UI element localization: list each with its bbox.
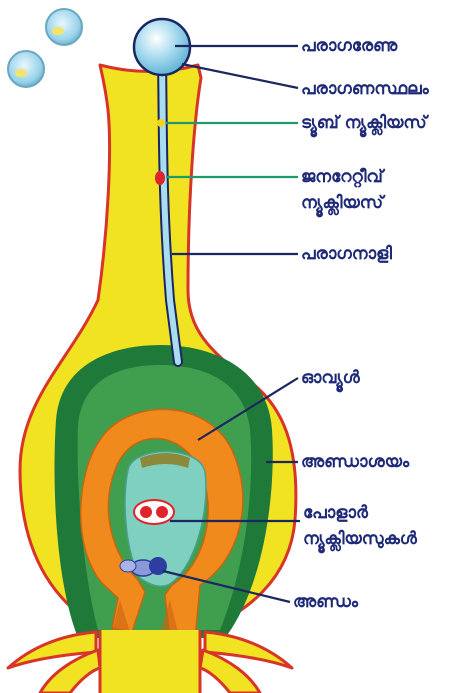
polar-nuclei bbox=[134, 500, 174, 524]
label-ovary: അണ്ഡാശയം bbox=[301, 451, 409, 473]
floating-pollen-grains bbox=[8, 9, 82, 87]
label-pollen-tube: പരാഗനാളി bbox=[301, 243, 392, 265]
label-pollen-grain: പരാഗരേണു bbox=[301, 35, 397, 57]
receptacle-base bbox=[8, 630, 292, 693]
label-generative-nucleus-line1: ജനറേറ്റീവ് bbox=[301, 166, 383, 188]
generative-nucleus bbox=[155, 171, 165, 185]
label-polar-nuclei-line1: പോളാർ bbox=[303, 502, 368, 524]
label-polar-nuclei-line2: ന്യൂക്ലിയസുകൾ bbox=[303, 528, 417, 550]
label-ovule: ഓവ്യൂൾ bbox=[301, 367, 360, 389]
label-generative-nucleus-line2: ന്യൂക്ലിയസ് bbox=[301, 192, 383, 214]
label-egg: അണ്ഡം bbox=[293, 591, 358, 613]
label-tube-nucleus: ട്യൂബ് ന്യൂക്ലിയസ് bbox=[301, 112, 427, 134]
tube-nucleus bbox=[157, 119, 165, 127]
label-stigma: പരാഗണസ്ഥലം bbox=[301, 78, 429, 100]
